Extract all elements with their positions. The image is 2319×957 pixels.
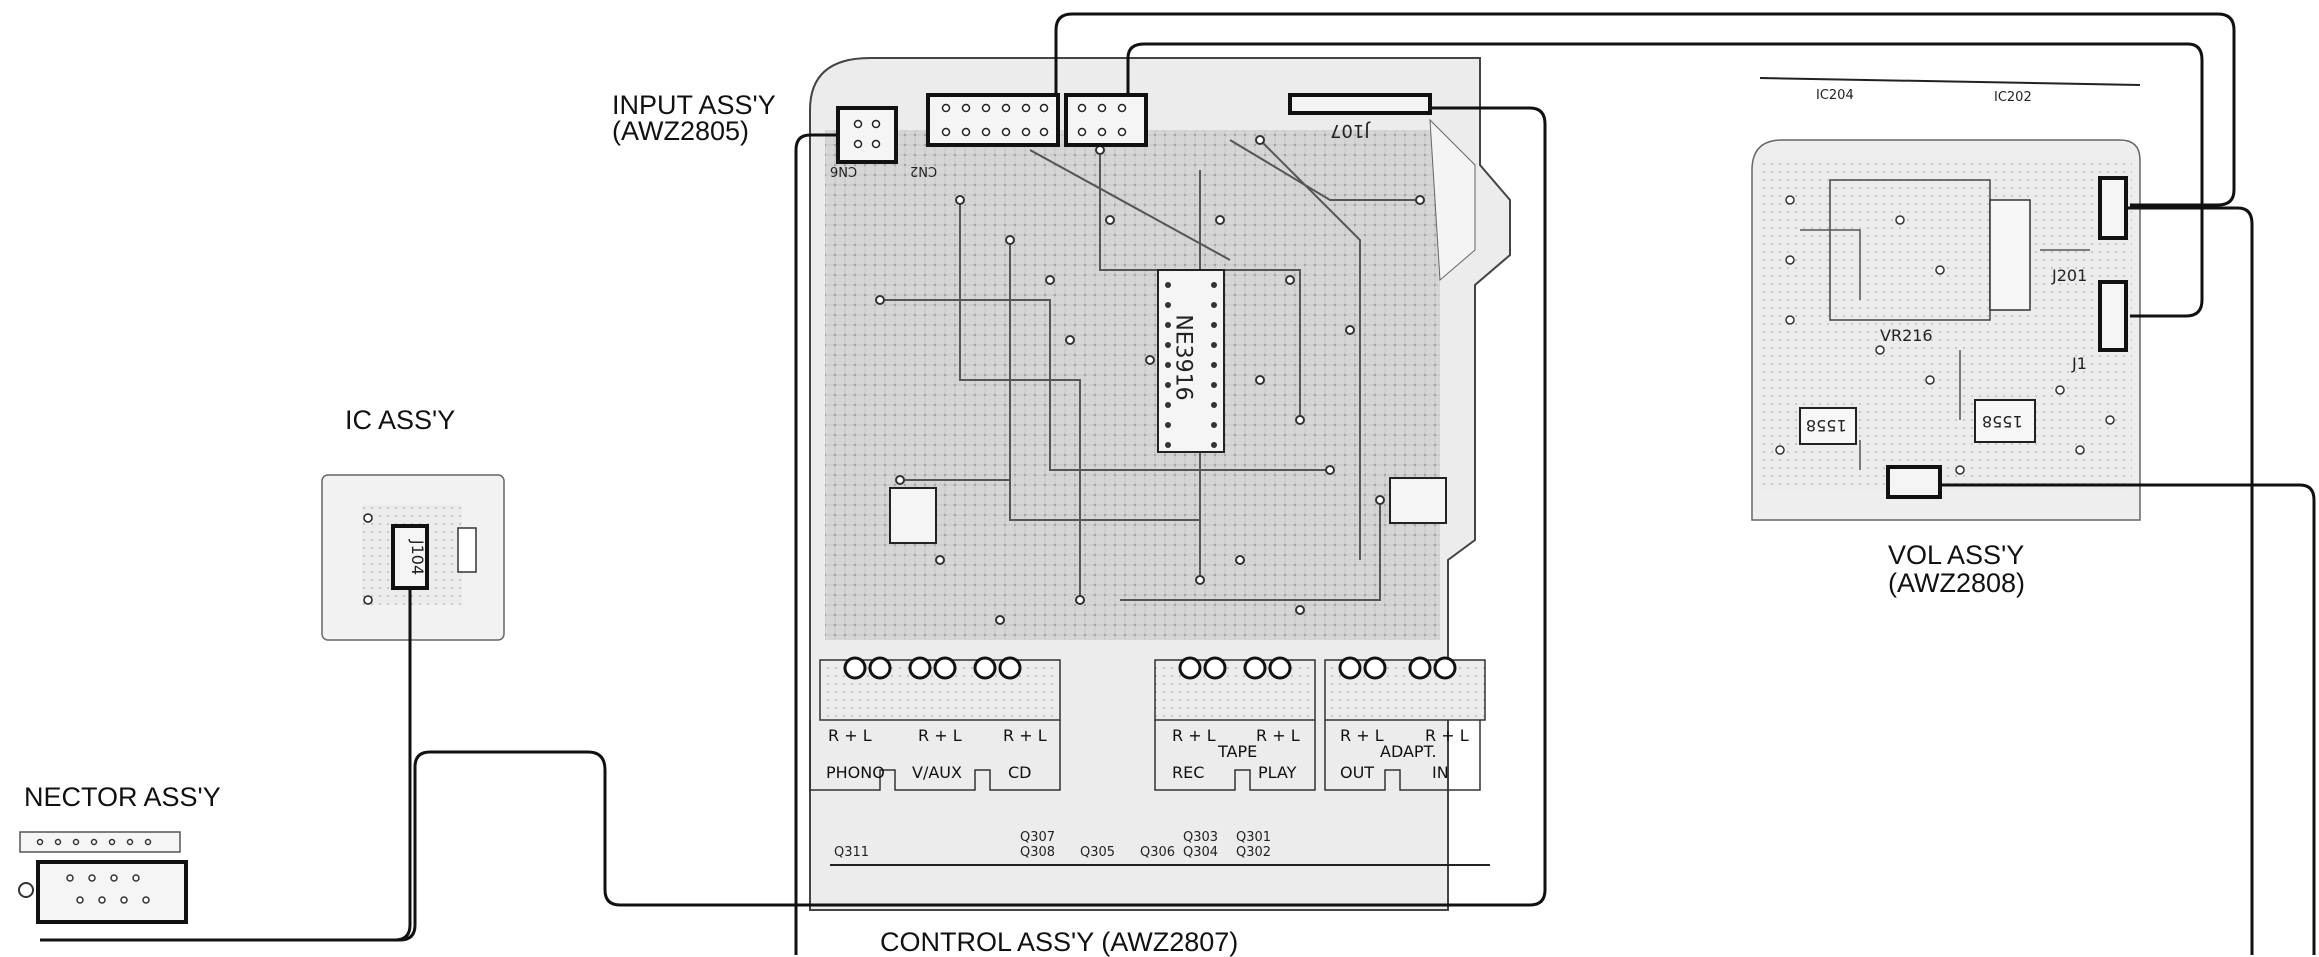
vol-potentiometer [1989, 199, 2031, 311]
ic202-mark: IC202 [1994, 90, 2032, 105]
connector-pins [853, 103, 1127, 149]
connector-cn2-right [1064, 93, 1148, 147]
ic-ne3916-mark: NE3916 [1170, 314, 1196, 401]
connector-cn6 [836, 106, 898, 164]
vol-assy-label: VOL ASS'Y [1888, 540, 2025, 570]
ic-assy-label: IC ASS'Y [345, 405, 456, 435]
ic-1558-left-mark: 1558 [1806, 416, 1847, 435]
jack-phono-label: PHONO [826, 763, 885, 782]
jack-rl-phono: R + L [828, 726, 872, 745]
control-board-right-notch [1429, 118, 1476, 282]
control-board-copper [825, 130, 1440, 640]
control-board-pads [875, 135, 1425, 625]
rca-jack-block [819, 656, 1486, 721]
j201-mark: J201 [2052, 266, 2088, 285]
control-board [809, 57, 1511, 911]
connector-cn2 [926, 93, 1060, 147]
ic-1558-right-mark: 1558 [1982, 412, 2023, 431]
connector-j104 [391, 524, 429, 590]
vol-assy-code: (AWZ2808) [1888, 568, 2026, 598]
vr216-mark: VR216 [1880, 326, 1933, 345]
jack-rl-cd: R + L [1003, 726, 1047, 745]
cn2-mark: CN2 [910, 163, 938, 178]
jack-adapt-label: ADAPT. [1380, 742, 1437, 761]
connector-j3 [1886, 465, 1942, 499]
connector-j201 [2098, 176, 2128, 240]
ic-control-opamp-left [889, 487, 937, 544]
control-assy-label: CONTROL ASS'Y (AWZ2807) [880, 927, 1239, 957]
connector-assy-socket [36, 860, 188, 924]
jack-cd-label: CD [1008, 763, 1032, 782]
jack-rl-out: R + L [1340, 726, 1384, 745]
wire-j104-to-connector [394, 588, 412, 942]
wire-j201-to-edge [2126, 206, 2254, 955]
jack-in-label: IN [1432, 763, 1449, 782]
q302-label: Q302 [1236, 845, 1272, 860]
q301-label: Q301 [1236, 830, 1272, 845]
q311-label: Q311 [834, 845, 870, 860]
q304-label: Q304 [1183, 845, 1219, 860]
vol-board-top-rule [1759, 77, 2141, 86]
jack-tape-label: TAPE [1218, 742, 1258, 761]
ic-assy-board [321, 474, 505, 641]
q308-label: Q308 [1020, 845, 1056, 860]
input-assy-code: (AWZ2805) [612, 116, 750, 146]
wire-j3-to-edge [1940, 483, 2316, 955]
jack-vaux-label: V/AUX [912, 763, 962, 782]
connector-j107 [1288, 93, 1432, 115]
jack-rl-in: R + L [1425, 726, 1469, 745]
j107-mark: J107 [1330, 120, 1370, 141]
connector-assy-board [18, 831, 188, 924]
input-assy-label: INPUT ASS'Y [612, 90, 776, 120]
wire-cn6-to-bottom [794, 133, 838, 955]
cn6-mark: CN6 [830, 163, 858, 178]
interconnect-wires [40, 12, 2316, 955]
q305-label: Q305 [1080, 845, 1116, 860]
wire-cn2-to-j201 [1054, 12, 2236, 207]
connector-assy-label: NECTOR ASS'Y [24, 782, 221, 812]
wire-j107-to-bottom [40, 106, 1547, 942]
vol-assy-board [1751, 77, 2141, 521]
connector-j1 [2098, 280, 2128, 352]
ic-ne3916-pins [1165, 282, 1217, 448]
jack-rl-rec: R + L [1172, 726, 1216, 745]
jack-outline [809, 720, 1481, 791]
ic-ne3916 [1157, 269, 1225, 453]
jack-rl-play: R + L [1256, 726, 1300, 745]
jack-out-label: OUT [1340, 763, 1375, 782]
wire-cn2-to-j1 [1126, 42, 2204, 318]
q303-label: Q303 [1183, 830, 1219, 845]
jack-rec-label: REC [1172, 763, 1205, 782]
q307-label: Q307 [1020, 830, 1056, 845]
ic-control-opamp-right [1389, 477, 1447, 524]
j104-mark: J104 [408, 539, 428, 576]
ic204-mark: IC204 [1816, 88, 1854, 103]
j1-mark: J1 [2072, 354, 2087, 373]
jack-play-label: PLAY [1258, 763, 1297, 782]
ic-1558-right [1974, 399, 2036, 443]
q306-label: Q306 [1140, 845, 1176, 860]
ic-1558-left [1799, 407, 1857, 445]
jack-rl-vaux: R + L [918, 726, 962, 745]
